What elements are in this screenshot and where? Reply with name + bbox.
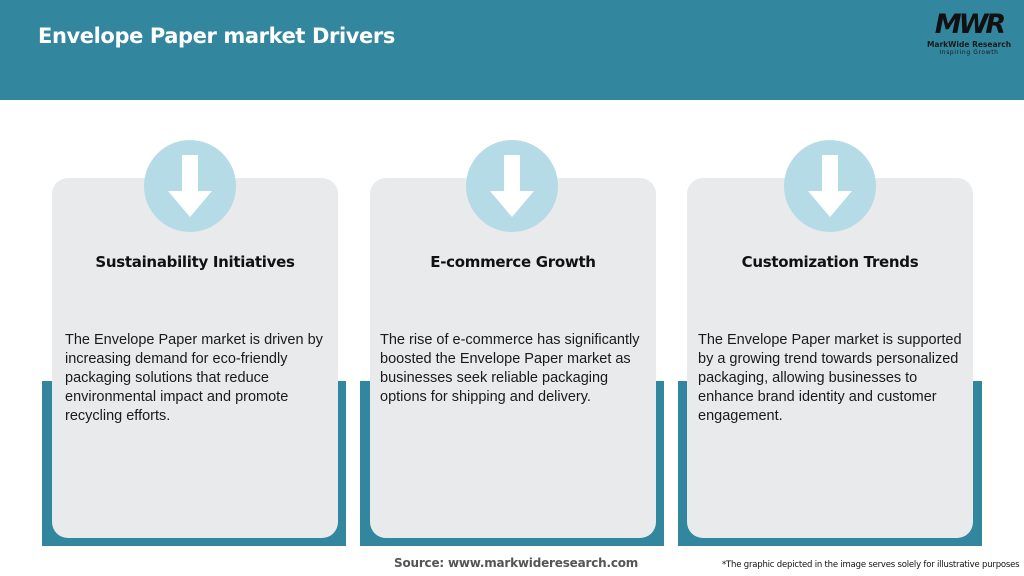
logo-name: MarkWide Research [926, 40, 1012, 49]
company-logo: MWR MarkWide Research Inspiring Growth [922, 10, 1016, 58]
header-banner: Envelope Paper market Drivers MWR MarkWi… [0, 0, 1024, 100]
card-title: Customization Trends [741, 253, 919, 271]
card-description: The Envelope Paper market is driven by i… [65, 332, 323, 424]
card-description: The Envelope Paper market is supported b… [698, 332, 962, 424]
card-description: The rise of e-commerce has significantly… [380, 332, 640, 405]
card-title: E-commerce Growth [430, 253, 596, 271]
page-title: Envelope Paper market Drivers [38, 24, 395, 48]
driver-card-sustainability [52, 178, 338, 538]
driver-card-customization [687, 178, 973, 538]
arrow-down-icon [144, 140, 236, 232]
driver-card-ecommerce [370, 178, 656, 538]
arrow-down-icon [784, 140, 876, 232]
logo-mark: MWR [934, 9, 1006, 40]
disclaimer-text: *The graphic depicted in the image serve… [722, 560, 1020, 570]
source-link[interactable]: Source: www.markwideresearch.com [394, 556, 639, 570]
card-title: Sustainability Initiatives [95, 253, 295, 271]
logo-tagline: Inspiring Growth [939, 49, 999, 56]
arrow-down-icon [466, 140, 558, 232]
